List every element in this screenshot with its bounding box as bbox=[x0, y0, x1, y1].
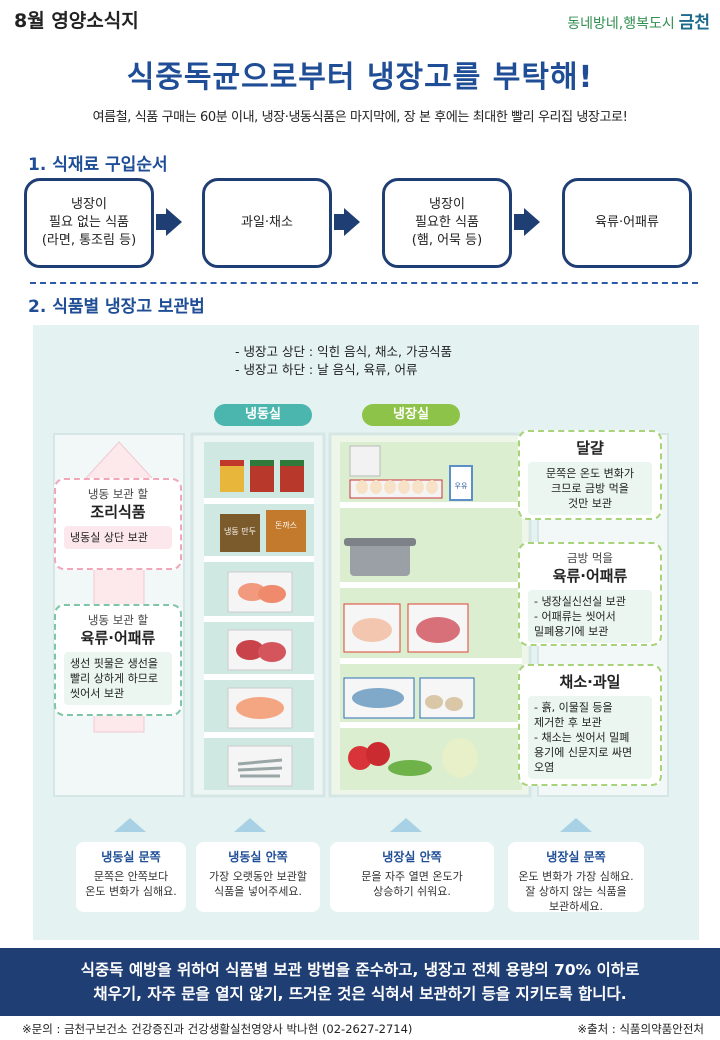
freezer-shelves bbox=[204, 498, 314, 738]
up-arrow-icon bbox=[390, 818, 422, 832]
fridge-shelves bbox=[340, 502, 522, 728]
eggs-icon bbox=[356, 480, 438, 494]
card-frozen-meat-body: 생선 핏물은 생선을 빨리 상하게 하므로 씻어서 보관 bbox=[64, 652, 172, 705]
frozen-dumpling-box bbox=[220, 514, 260, 552]
apple-icon bbox=[366, 742, 390, 766]
step-arrow-stem bbox=[514, 214, 526, 230]
logo-slogan: 동네방네,행복도시 bbox=[567, 16, 675, 32]
card-eggs-title: 달걀 bbox=[576, 439, 604, 457]
card-frozen-meat: 냉동 보관 할 육류·어패류 생선 핏물은 생선을 빨리 상하게 하므로 씻어서… bbox=[54, 604, 182, 716]
pork-cutlet-box bbox=[266, 510, 306, 552]
chicken-icon bbox=[352, 618, 392, 642]
section1-heading: 1. 식재료 구입순서 bbox=[28, 155, 168, 175]
meat-icon bbox=[258, 642, 286, 662]
cabbage-icon bbox=[442, 738, 478, 778]
prevention-banner: 식중독 예방을 위하여 식품별 보관 방법을 준수하고, 냉장고 전체 용량의 … bbox=[0, 948, 720, 1016]
month-label: 8월 영양소식지 bbox=[14, 10, 139, 32]
salmon-icon bbox=[236, 697, 284, 719]
card-fresh-meat-caption: 금방 먹을 bbox=[567, 551, 613, 565]
info-freezer-inside-text: 가장 오랫동안 보관할 식품을 넣어주세요. bbox=[208, 870, 308, 898]
purchase-step-3: 냉장이 필요한 식품 (햄, 어묵 등) bbox=[382, 178, 512, 268]
logo-city: 금천 bbox=[678, 13, 710, 33]
pot-icon bbox=[350, 542, 410, 576]
fridge-zone-notes: - 냉장고 상단 : 익힌 음식, 채소, 가공식품 - 냉장고 하단 : 날 … bbox=[235, 344, 452, 377]
fan-icon bbox=[349, 445, 381, 477]
card-fresh-meat-body: - 냉장실신선실 보관 - 어패류는 씻어서 밀폐용기에 보관 bbox=[528, 590, 652, 643]
card-eggs: 달걀 문쪽은 온도 변화가 크므로 금방 먹을 것만 보관 bbox=[518, 430, 662, 520]
info-fridge-inside-title: 냉장실 안쪽 bbox=[382, 850, 442, 864]
info-freezer-door-text: 문쪽은 안쪽보다 온도 변화가 심해요. bbox=[85, 870, 177, 898]
freezer-tag: 냉동실 bbox=[214, 404, 312, 426]
card-vegetables-title: 채소·과일 bbox=[559, 673, 621, 691]
purchase-step-4: 육류·어패류 bbox=[562, 178, 692, 268]
shrimp-icon bbox=[258, 585, 286, 603]
up-arrow-icon bbox=[234, 818, 266, 832]
step-arrow-stem bbox=[156, 214, 168, 230]
milk-label: 우유 bbox=[455, 482, 468, 490]
purchase-step-2: 과일·채소 bbox=[202, 178, 332, 268]
section-divider bbox=[30, 282, 698, 284]
step-arrow-icon bbox=[344, 208, 360, 236]
purchase-step-1: 냉장이 필요 없는 식품 (라면, 통조림 등) bbox=[24, 178, 154, 268]
card-fresh-meat-title: 육류·어패류 bbox=[552, 567, 628, 585]
meat-icon bbox=[416, 617, 460, 643]
meat-icon bbox=[236, 640, 264, 660]
info-freezer-inside: 냉동실 안쪽 가장 오랫동안 보관할 식품을 넣어주세요. bbox=[196, 842, 320, 912]
card-frozen-meat-caption: 냉동 보관 할 bbox=[87, 613, 149, 627]
milk-carton-icon bbox=[449, 465, 473, 501]
footer-contact: ※문의 : 금천구보건소 건강증진과 건강생활실천영양사 박나현 (02-262… bbox=[22, 1022, 413, 1036]
card-frozen-cooked: 냉동 보관 할 조리식품 냉동실 상단 보관 bbox=[54, 478, 182, 570]
anchovy-icon bbox=[237, 758, 283, 778]
jars-icon bbox=[220, 460, 304, 492]
card-vegetables-body: - 흙, 이물질 등을 제거한 후 보관 - 채소는 씻어서 밀폐 용기에 신문… bbox=[528, 696, 652, 779]
up-arrow-icon bbox=[560, 818, 592, 832]
pot-lid bbox=[344, 538, 416, 546]
card-frozen-cooked-caption: 냉동 보관 할 bbox=[87, 487, 149, 501]
info-freezer-inside-title: 냉동실 안쪽 bbox=[228, 850, 288, 864]
step-arrow-stem bbox=[334, 214, 346, 230]
card-fresh-meat: 금방 먹을 육류·어패류 - 냉장실신선실 보관 - 어패류는 씻어서 밀폐용기… bbox=[518, 542, 662, 646]
fridge-tag: 냉장실 bbox=[362, 404, 460, 426]
card-frozen-meat-title: 육류·어패류 bbox=[80, 629, 156, 647]
info-freezer-door-title: 냉동실 문쪽 bbox=[101, 850, 161, 864]
card-vegetables: 채소·과일 - 흙, 이물질 등을 제거한 후 보관 - 채소는 씻어서 밀폐 … bbox=[518, 664, 662, 786]
anchovy-bag bbox=[227, 745, 293, 787]
card-frozen-cooked-title: 조리식품 bbox=[90, 503, 146, 521]
section2-heading: 2. 식품별 냉장고 보관법 bbox=[28, 297, 205, 317]
cucumber-icon bbox=[388, 760, 432, 776]
cutlet-box-label: 돈까스 bbox=[275, 521, 297, 530]
info-fridge-door-text: 온도 변화가 가장 심해요. 잘 상하지 않는 식품을 보관하세요. bbox=[518, 870, 634, 913]
up-arrow-icon bbox=[114, 818, 146, 832]
fish-icon bbox=[352, 688, 404, 708]
card-eggs-body: 문쪽은 온도 변화가 크므로 금방 먹을 것만 보관 bbox=[528, 462, 652, 515]
info-freezer-door: 냉동실 문쪽 문쪽은 안쪽보다 온도 변화가 심해요. bbox=[76, 842, 186, 912]
info-fridge-inside: 냉장실 안쪽 문을 자주 열면 온도가 상승하기 쉬워요. bbox=[330, 842, 494, 912]
apple-icon bbox=[348, 746, 372, 770]
info-fridge-door: 냉장실 문쪽 온도 변화가 가장 심해요. 잘 상하지 않는 식품을 보관하세요… bbox=[508, 842, 644, 913]
info-fridge-door-title: 냉장실 문쪽 bbox=[546, 850, 606, 864]
footer-source: ※출처 : 식품의약품안전처 bbox=[577, 1022, 704, 1036]
page-subtitle: 여름철, 식품 구매는 60분 이내, 냉장·냉동식품은 마지막에, 장 본 후… bbox=[92, 110, 628, 125]
step-arrow-icon bbox=[524, 208, 540, 236]
step-arrow-icon bbox=[166, 208, 182, 236]
info-fridge-inside-text: 문을 자주 열면 온도가 상승하기 쉬워요. bbox=[361, 870, 463, 898]
page-title: 식중독균으로부터 냉장고를 부탁해! bbox=[126, 60, 594, 95]
dumpling-box-label: 냉동 만두 bbox=[224, 526, 256, 536]
clam-icon bbox=[425, 695, 463, 711]
card-frozen-cooked-body: 냉동실 상단 보관 bbox=[64, 526, 172, 549]
